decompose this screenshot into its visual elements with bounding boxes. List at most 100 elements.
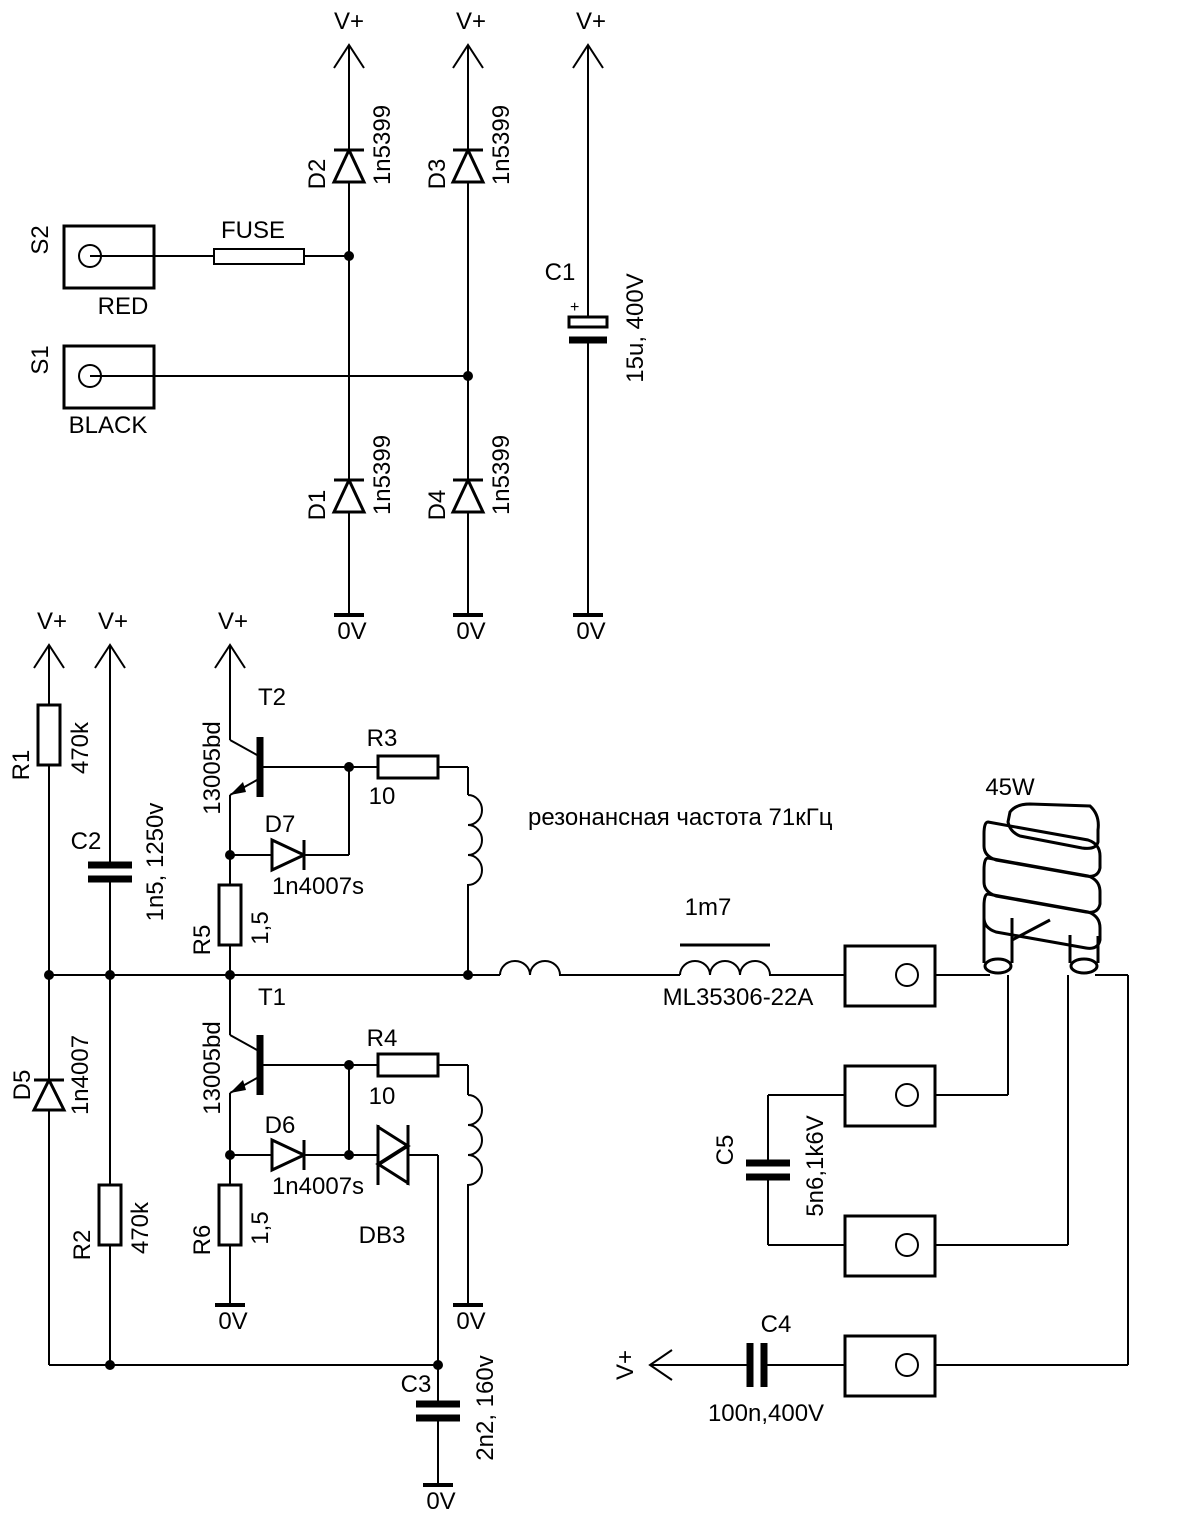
connector-s1 [62, 344, 468, 410]
db3-label: DB3 [359, 1222, 406, 1249]
choke-value: 1m7 [685, 894, 732, 921]
c2-label: C2 [71, 828, 102, 855]
d7-value: 1n4007s [272, 873, 364, 900]
junction-dot [225, 1150, 235, 1160]
diode-d5 [31, 975, 67, 1365]
c5-value: 5n6,1k6V [802, 1115, 829, 1216]
r5-label: R5 [189, 925, 216, 956]
c4-label: C4 [761, 1311, 792, 1338]
vplus-label: V+ [334, 8, 364, 35]
d4-label: D4 [424, 490, 451, 521]
r4-label: R4 [367, 1025, 398, 1052]
diac-db3 [375, 1124, 439, 1402]
junction-dot [225, 850, 235, 860]
t2-label: T2 [258, 684, 286, 711]
lamp-terminal-1 [843, 944, 990, 1008]
c1-polarity: + [570, 299, 579, 316]
diode-d3 [450, 146, 486, 482]
lamp-power-label: 45W [985, 774, 1035, 801]
vplus-symbol-t2 [214, 643, 246, 740]
cfl-lamp-icon [982, 802, 1102, 975]
vplus-label: V+ [576, 8, 606, 35]
d4-value: 1n5399 [488, 435, 515, 515]
c5-label: C5 [712, 1135, 739, 1166]
vplus-label: V+ [218, 608, 248, 635]
choke-inductor [679, 943, 845, 976]
r6-label: R6 [189, 1225, 216, 1256]
vplus-label: V+ [612, 1350, 639, 1380]
diode-d1 [331, 476, 367, 617]
transistor-t1 [229, 975, 349, 1185]
resonance-note: резонансная частота 71кГц [528, 804, 833, 831]
capacitor-c3 [416, 1400, 460, 1487]
r6-value: 1,5 [247, 1211, 274, 1244]
d1-label: D1 [304, 490, 331, 521]
ground-label: 0V [456, 1308, 485, 1335]
c3-value: 2n2, 160v [472, 1355, 499, 1460]
c1-label: C1 [545, 259, 576, 286]
c3-label: C3 [401, 1371, 432, 1398]
choke-part: ML35306-22A [663, 984, 814, 1011]
transformer-primary [499, 960, 680, 976]
resistor-r2 [97, 975, 123, 1365]
t1-label: T1 [258, 984, 286, 1011]
resistor-r5 [217, 883, 243, 975]
ground-label: 0V [456, 618, 485, 645]
fuse-label: FUSE [221, 217, 285, 244]
r1-value: 470k [67, 721, 94, 774]
vplus-label: V+ [37, 608, 67, 635]
vplus-label: V+ [98, 608, 128, 635]
r2-label: R2 [69, 1230, 96, 1261]
vplus-symbol-c2 [94, 643, 126, 864]
ground-label: 0V [337, 618, 366, 645]
r3-value: 10 [369, 783, 396, 810]
vplus-symbol-top-1 [333, 43, 365, 150]
c4-value: 100n,400V [708, 1400, 824, 1427]
r4-value: 10 [369, 1083, 396, 1110]
d5-label: D5 [9, 1070, 36, 1101]
resistor-r4 [349, 1052, 469, 1095]
vplus-symbol-r1 [33, 643, 65, 705]
ground-label: 0V [576, 618, 605, 645]
r3-label: R3 [367, 725, 398, 752]
d3-label: D3 [424, 159, 451, 190]
junction-dot [344, 251, 354, 261]
junction-dot [344, 1150, 354, 1160]
vplus-label: V+ [456, 8, 486, 35]
capacitor-c2 [88, 861, 132, 975]
r1-label: R1 [8, 750, 35, 781]
diode-d2 [331, 146, 367, 482]
connector-s2 [62, 224, 349, 290]
capacitor-c4 [648, 1343, 845, 1387]
c2-value: 1n5, 1250v [142, 803, 169, 922]
s1-label: S1 [27, 345, 54, 374]
r2-value: 470k [127, 1201, 154, 1254]
d2-label: D2 [304, 159, 331, 190]
ground-label: 0V [218, 1308, 247, 1335]
d2-value: 1n5399 [369, 105, 396, 185]
lamp-terminal-2 [768, 975, 1009, 1128]
d6-value: 1n4007s [272, 1173, 364, 1200]
vplus-symbol-top-3 [572, 43, 604, 317]
vplus-symbol-top-2 [452, 43, 484, 150]
d7-label: D7 [265, 811, 296, 838]
d3-value: 1n5399 [488, 105, 515, 185]
d5-value: 1n4007 [67, 1035, 94, 1115]
s2-color: RED [98, 293, 149, 320]
s1-color: BLACK [69, 412, 148, 439]
s2-label: S2 [27, 225, 54, 254]
capacitor-c5 [746, 1095, 790, 1245]
diode-d6 [230, 1065, 378, 1173]
t1-value: 13005bd [199, 1021, 226, 1114]
junction-dot [463, 371, 473, 381]
capacitor-c1 [567, 315, 609, 617]
diode-d4 [450, 476, 486, 617]
feedback-winding-upper [467, 794, 483, 975]
r5-value: 1,5 [247, 911, 274, 944]
junction-dot [433, 1360, 443, 1370]
t2-value: 13005bd [199, 721, 226, 814]
lamp-terminal-4 [843, 974, 1129, 1398]
d6-label: D6 [265, 1112, 296, 1139]
feedback-winding-lower [467, 1094, 483, 1305]
